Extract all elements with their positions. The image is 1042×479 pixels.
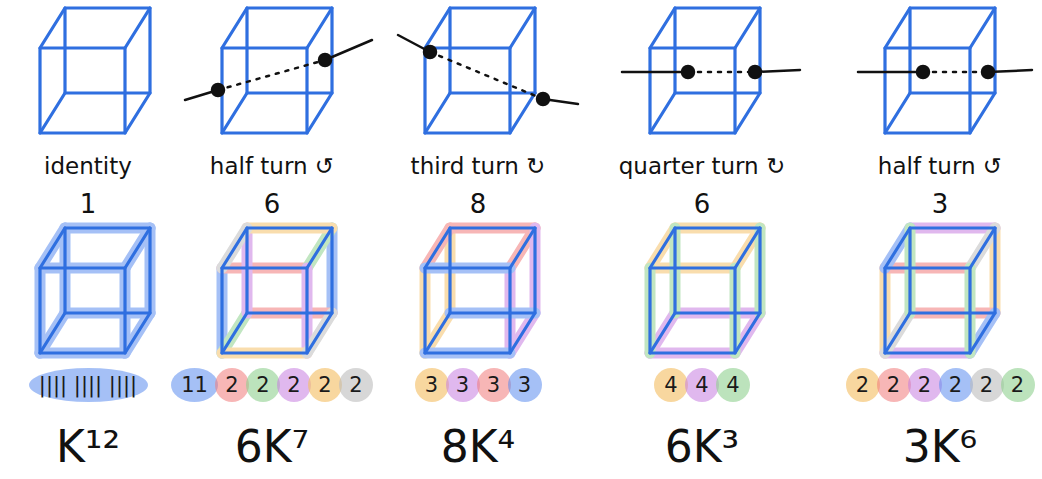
rotation-name: third turn ↻ <box>411 153 546 179</box>
cycle-blob: 2 <box>939 368 973 402</box>
cycle-length: 2 <box>349 373 362 397</box>
cycle-length: 3 <box>425 373 438 397</box>
cycle-blob: 11 <box>171 368 218 402</box>
cycle-length: 2 <box>887 373 900 397</box>
cycle-blob: 2 <box>277 368 311 402</box>
cycle-blob: |||| |||| |||| <box>29 368 148 402</box>
cycle-length: 2 <box>918 373 931 397</box>
cycle-length: 2 <box>256 373 269 397</box>
cycle-blob: 2 <box>215 368 249 402</box>
cycle-blob: 2 <box>1001 368 1035 402</box>
cycle-length: 4 <box>664 373 677 397</box>
cycle-length: |||| |||| |||| <box>39 373 137 397</box>
term-formula: 6K³ <box>665 422 740 473</box>
cycle-length: 3 <box>456 373 469 397</box>
rotation-name: quarter turn ↻ <box>619 153 785 179</box>
term-formula: 3K⁶ <box>903 422 978 473</box>
cycle-blob: 2 <box>246 368 280 402</box>
cycle-blob: 3 <box>477 368 511 402</box>
rotation-name: half turn ↺ <box>878 153 1002 179</box>
cycle-length: 4 <box>726 373 739 397</box>
cycle-blob: 4 <box>716 368 750 402</box>
cycle-length: 2 <box>287 373 300 397</box>
rotation-count: 1 <box>80 190 97 220</box>
rotation-name: half turn ↺ <box>210 153 334 179</box>
term-formula: K¹² <box>56 422 120 473</box>
term-formula: 8K⁴ <box>441 422 516 473</box>
rotation-count: 6 <box>264 190 281 220</box>
cycle-length: 2 <box>980 373 993 397</box>
cycle-blob: 4 <box>685 368 719 402</box>
cycle-length: 3 <box>487 373 500 397</box>
rotation-name: identity <box>44 153 132 179</box>
cycle-blob: 3 <box>415 368 449 402</box>
cycle-length: 2 <box>225 373 238 397</box>
cycle-blob: 2 <box>908 368 942 402</box>
rotation-count: 6 <box>694 190 711 220</box>
cycle-length: 2 <box>318 373 331 397</box>
rotation-count: 8 <box>470 190 487 220</box>
rotation-count: 3 <box>932 190 949 220</box>
cycle-blob: 2 <box>308 368 342 402</box>
term-formula: 6K⁷ <box>235 422 310 473</box>
cycle-blob: 2 <box>339 368 373 402</box>
cycle-blob: 4 <box>654 368 688 402</box>
cycle-blob: 2 <box>877 368 911 402</box>
cycle-length: 2 <box>1011 373 1024 397</box>
cycle-length: 4 <box>695 373 708 397</box>
cycle-length: 2 <box>856 373 869 397</box>
cycle-length: 11 <box>181 373 208 397</box>
cycle-blob: 3 <box>446 368 480 402</box>
cycle-length: 3 <box>518 373 531 397</box>
cycle-blob: 3 <box>508 368 542 402</box>
cycle-blob: 2 <box>970 368 1004 402</box>
cycle-length: 2 <box>949 373 962 397</box>
cycle-blob: 2 <box>846 368 880 402</box>
